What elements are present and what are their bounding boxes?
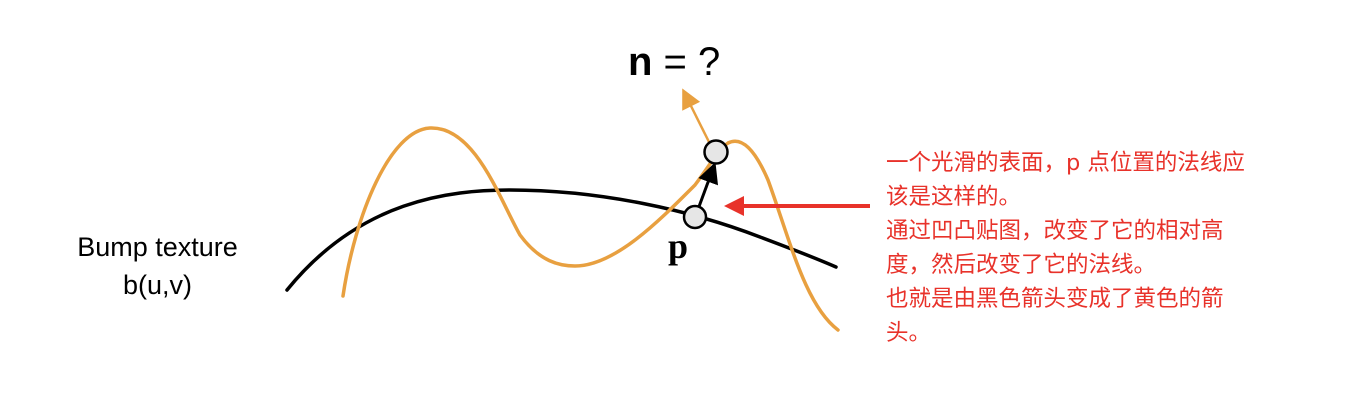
- annotation-text: 一个光滑的表面，p 点位置的法线应 该是这样的。 通过凹凸贴图，改变了它的相对高…: [886, 146, 1326, 350]
- displaced-point: [703, 139, 729, 165]
- point-p: [682, 204, 708, 230]
- normal-symbol: n: [628, 40, 653, 84]
- normal-question-text: = ?: [652, 40, 721, 84]
- bumped-normal-arrow: [682, 88, 714, 149]
- bump-texture-label: Bump texture b(u,v): [20, 228, 295, 304]
- normal-question-title: n = ?: [628, 38, 720, 86]
- annotation-line: 通过凹凸贴图，改变了它的相对高: [886, 218, 1224, 244]
- annotation-line: 度，然后改变了它的法线。: [886, 252, 1157, 278]
- bump-texture-label-line1: Bump texture: [77, 232, 238, 262]
- bump-texture-label-line2: b(u,v): [122, 270, 193, 300]
- annotation-line: 该是这样的。: [886, 184, 1022, 210]
- point-p-label: p: [668, 226, 689, 266]
- annotation-line: 头。: [886, 320, 932, 346]
- displacement-arrow: [695, 162, 719, 213]
- base-surface-curve: [285, 188, 838, 292]
- annotation-line: 一个光滑的表面，p 点位置的法线应: [886, 150, 1245, 176]
- bumped-surface-curve: [341, 126, 840, 332]
- annotation-line: 也就是由黑色箭头变成了黄色的箭: [886, 286, 1224, 312]
